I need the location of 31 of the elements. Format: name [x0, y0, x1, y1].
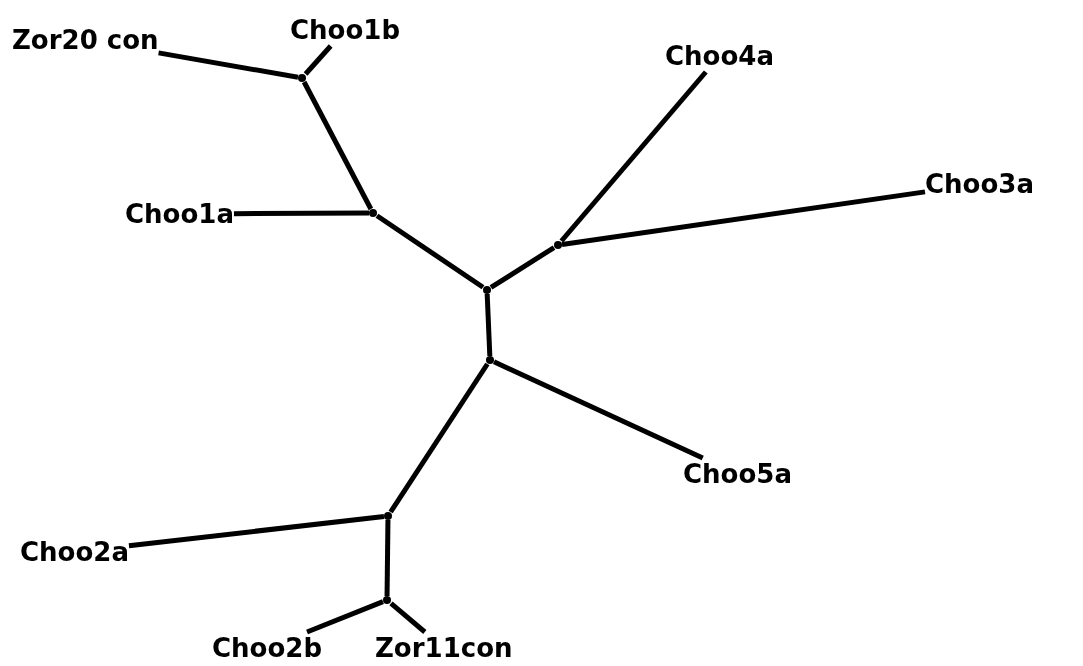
tree-branch [128, 513, 385, 549]
tree-branch [484, 293, 493, 357]
tree-branch [303, 44, 333, 76]
tree-branch [489, 245, 556, 290]
tree-branch [559, 70, 708, 243]
taxon-label: Choo3a [925, 168, 1034, 200]
taxon-label: Choo2b [212, 632, 323, 664]
tree-branch [388, 362, 490, 514]
taxon-label: Zor11con [375, 632, 513, 664]
taxon-label: Choo4a [665, 40, 774, 72]
tree-branch [561, 189, 926, 247]
tree-branch [158, 50, 299, 80]
taxon-label: Choo1b [290, 14, 401, 46]
branch-point [384, 512, 392, 520]
branch-point [483, 286, 491, 294]
tree-branch [233, 210, 369, 217]
tree-branch [306, 599, 384, 635]
taxon-label: Choo2a [20, 536, 129, 568]
taxon-label: Zor20 con [12, 24, 159, 56]
branch-point [554, 241, 562, 249]
branch-point [383, 596, 391, 604]
tree-branch [384, 519, 391, 597]
branch-point [369, 209, 377, 217]
tree-branch [375, 213, 485, 290]
tree-branch [492, 359, 704, 461]
tree-branch [389, 601, 427, 634]
taxon-label: Choo1a [125, 198, 234, 230]
branch-point [486, 356, 494, 364]
tree-branch [301, 80, 374, 211]
taxon-label: Choo5a [683, 458, 792, 490]
branch-point [298, 74, 306, 82]
